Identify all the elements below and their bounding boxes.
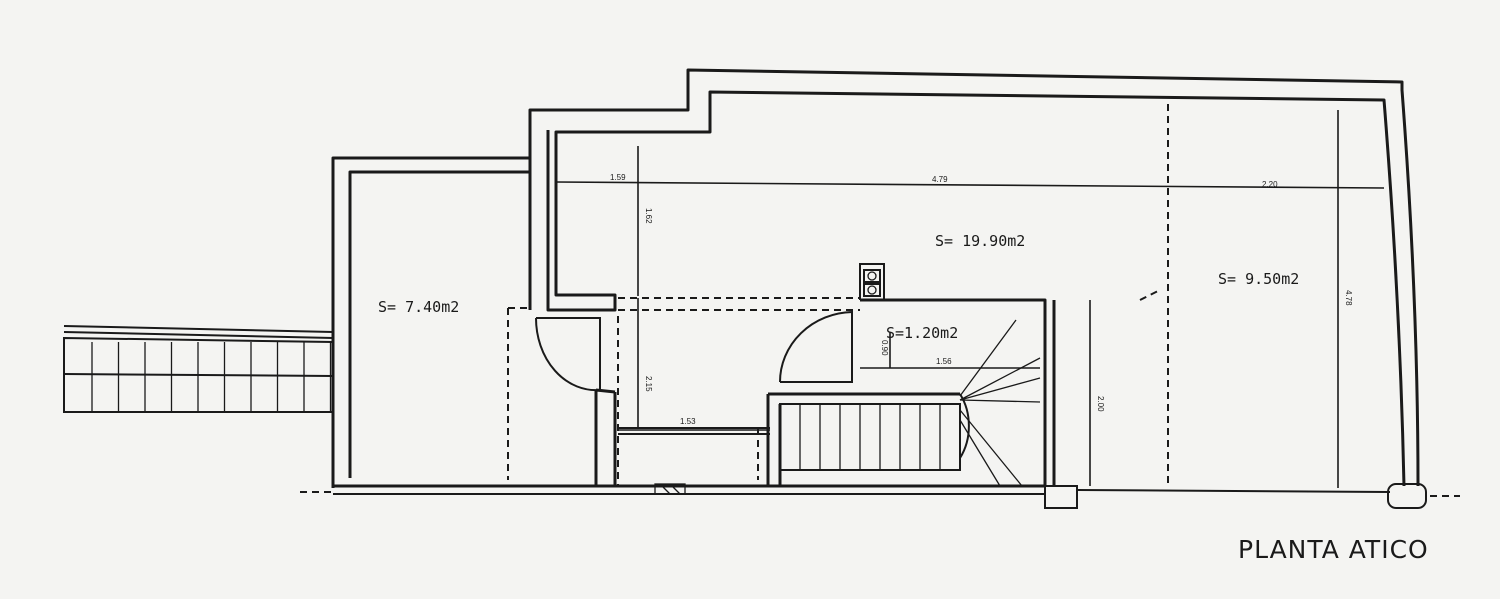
dim-vert-right: 2.00 [1096, 396, 1105, 412]
left-stair [63, 336, 334, 413]
dim-top-right: 2.20 [1262, 180, 1278, 189]
outer-walls [63, 68, 1420, 488]
doors [534, 310, 853, 392]
dim-horiz-low: 1.53 [680, 417, 696, 426]
dim-right-edge: 4.78 [1344, 290, 1353, 306]
dim-stair-horiz: 1.56 [936, 357, 952, 366]
dim-top-mid: 4.79 [932, 175, 948, 184]
room-label-stair: S=1.20m2 [886, 324, 958, 342]
dim-stair-vert: 0.90 [880, 340, 889, 356]
dashed-lines [507, 104, 1169, 486]
internal-walls [528, 158, 1056, 486]
room-label-left: S= 7.40m2 [378, 298, 459, 316]
dim-vert-left: 1.62 [644, 208, 653, 224]
winding-stair [779, 319, 1041, 487]
dimension-lines [555, 110, 1385, 488]
room-label-right: S= 9.50m2 [1218, 270, 1299, 288]
room-label-center: S= 19.90m2 [935, 232, 1025, 250]
dim-vert-left-low: 2.15 [644, 376, 653, 392]
dim-top-left: 1.59 [610, 173, 626, 182]
floor-line [300, 483, 1460, 509]
plan-title: PLANTA ATICO [1238, 535, 1429, 564]
